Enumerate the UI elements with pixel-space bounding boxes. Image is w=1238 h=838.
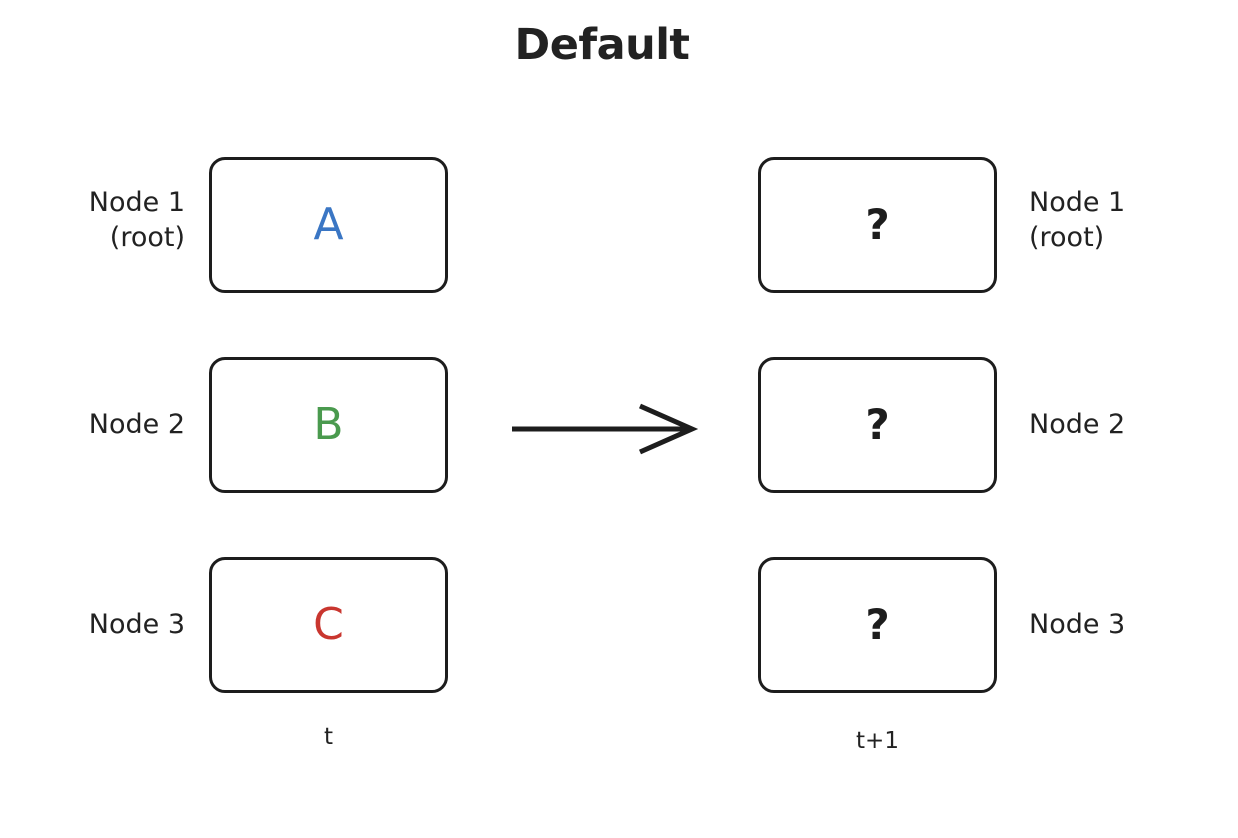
left-node-label-2: Node 2 bbox=[88, 409, 185, 440]
right-node-box-1[interactable]: ? bbox=[758, 157, 997, 293]
left-node-value-3: C bbox=[313, 599, 344, 650]
right-node-value-2: ? bbox=[865, 400, 890, 449]
right-node-label-3: Node 3 bbox=[1029, 609, 1126, 640]
left-node-label-3: Node 3 bbox=[88, 609, 185, 640]
right-node-label-1: Node 1 (root) bbox=[1029, 187, 1126, 253]
right-node-value-3: ? bbox=[865, 600, 890, 649]
page-title: Default bbox=[514, 20, 691, 70]
left-node-box-1[interactable]: A bbox=[209, 157, 448, 293]
arrow-right-icon bbox=[512, 403, 699, 455]
transition-arrow bbox=[500, 398, 710, 460]
left-node-value-2: B bbox=[313, 399, 344, 450]
left-node-box-3[interactable]: C bbox=[209, 557, 448, 693]
left-timestep-caption: t bbox=[323, 724, 334, 750]
right-timestep-caption: t+1 bbox=[856, 728, 899, 754]
left-node-label-1: Node 1 (root) bbox=[88, 187, 185, 253]
left-node-box-2[interactable]: B bbox=[209, 357, 448, 493]
right-node-box-3[interactable]: ? bbox=[758, 557, 997, 693]
right-node-value-1: ? bbox=[865, 200, 890, 249]
left-node-value-1: A bbox=[313, 199, 344, 250]
right-node-label-2: Node 2 bbox=[1029, 409, 1126, 440]
right-node-box-2[interactable]: ? bbox=[758, 357, 997, 493]
